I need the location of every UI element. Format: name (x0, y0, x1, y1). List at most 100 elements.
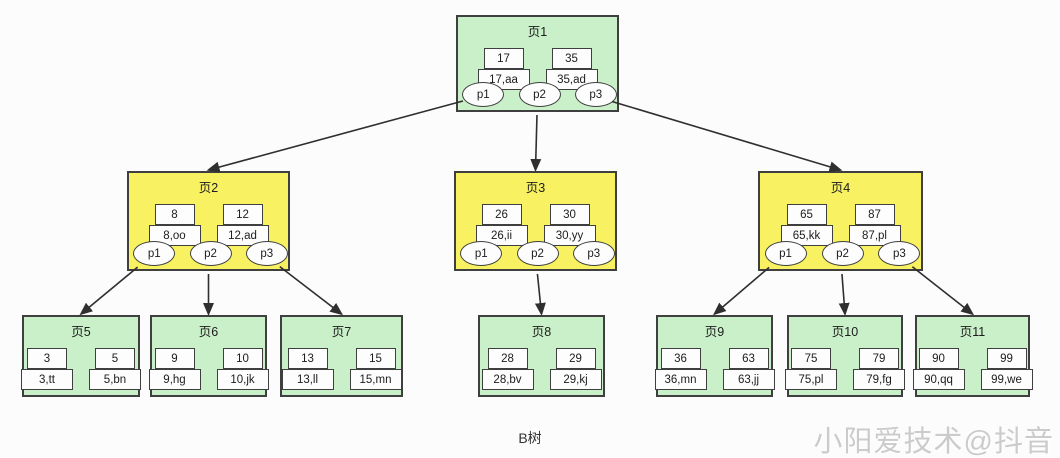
tree-edge-page2-page7 (279, 265, 344, 316)
record-value: 12,ad (216, 225, 269, 246)
record-key: 99 (986, 348, 1027, 369)
diagram-caption: B树 (518, 430, 542, 446)
node-title: 页4 (830, 181, 851, 195)
record-key: 65 (786, 204, 827, 225)
record-key: 79 (859, 348, 899, 369)
record-key: 87 (854, 204, 895, 225)
pointer-p3: p3 (245, 241, 288, 266)
record-key: 5 (95, 348, 135, 369)
record-value: 29,kj (549, 369, 602, 390)
tree-edge-page4-page10 (838, 273, 850, 316)
node-title: 页2 (198, 181, 219, 195)
pointer-p2: p2 (189, 241, 232, 266)
node-title: 页8 (531, 325, 552, 339)
record-key: 63 (728, 348, 769, 369)
pointer-p2: p2 (516, 241, 559, 266)
record-value: 9,hg (148, 369, 201, 390)
record-value: 3,tt (21, 369, 73, 390)
record-key: 15 (355, 348, 396, 369)
record-value: 36,mn (654, 369, 707, 390)
record-key: 8 (154, 204, 195, 225)
record-key: 9 (154, 348, 195, 369)
tree-edge-page1-page4 (611, 100, 843, 173)
node-title: 页3 (525, 181, 546, 195)
record-value: 28,bv (481, 369, 534, 390)
pointer-p3: p3 (572, 241, 615, 266)
record-value: 26,ii (475, 225, 528, 246)
record-key: 29 (555, 348, 596, 369)
record-key: 35 (551, 48, 592, 69)
pointer-p1: p1 (462, 82, 505, 107)
pointer-p1: p1 (133, 241, 176, 266)
pointer-p1: p1 (460, 241, 503, 266)
record-value: 79,fg (853, 369, 905, 390)
record-value: 8,oo (148, 225, 201, 246)
record-value: 5,bn (89, 369, 141, 390)
record-value: 10,jk (216, 369, 269, 390)
record-key: 10 (222, 348, 263, 369)
record-value: 87,pl (848, 225, 901, 246)
record-key: 26 (481, 204, 522, 225)
tree-edge-page4-page9 (712, 266, 770, 316)
record-key: 30 (549, 204, 590, 225)
record-value: 30,yy (543, 225, 596, 246)
record-key: 17 (483, 48, 524, 69)
record-value: 90,qq (912, 369, 965, 390)
pointer-p2: p2 (518, 82, 561, 107)
pointer-p1: p1 (764, 241, 807, 266)
record-value: 75,pl (785, 369, 837, 390)
pointer-p2: p2 (821, 241, 864, 266)
node-title: 页9 (704, 325, 725, 339)
record-value: 99,we (980, 369, 1033, 390)
record-value: 63,jj (722, 369, 775, 390)
tree-edge-page4-page11 (911, 266, 975, 316)
node-title: 页10 (831, 325, 859, 339)
pointer-p3: p3 (878, 241, 921, 266)
node-title: 页5 (71, 325, 91, 339)
node-title: 页6 (198, 325, 219, 339)
tree-edge-page1-page3 (530, 114, 542, 172)
record-key: 13 (287, 348, 328, 369)
record-key: 12 (222, 204, 263, 225)
node-title: 页1 (527, 25, 548, 39)
record-key: 28 (487, 348, 528, 369)
tree-edge-page3-page8 (534, 273, 546, 316)
record-key: 90 (918, 348, 959, 369)
pointer-p3: p3 (574, 82, 617, 107)
record-key: 3 (27, 348, 67, 369)
watermark: 小阳爱技术@抖音 (813, 426, 1054, 458)
